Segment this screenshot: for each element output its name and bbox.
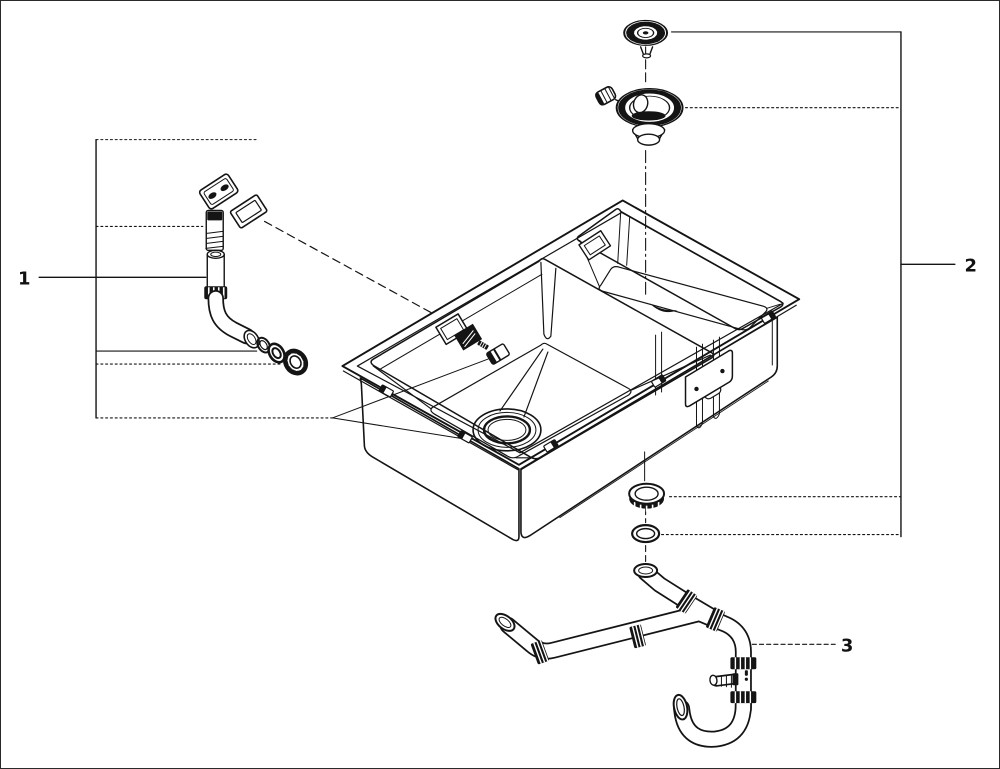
overflow-clamp-piece xyxy=(486,343,510,365)
under-sink-o-ring xyxy=(631,524,661,544)
overflow-elbow-pipe xyxy=(207,289,260,349)
trap-outlet-opening xyxy=(672,693,689,721)
overflow-gasket xyxy=(229,194,268,229)
strainer-knob xyxy=(595,85,617,106)
sink-body xyxy=(341,199,801,542)
overflow-tube xyxy=(206,249,225,289)
small-bowl xyxy=(576,208,784,331)
under-sink-lock-ring xyxy=(628,482,666,512)
cone-seal xyxy=(267,342,286,364)
small-bowl-overflow-cutout xyxy=(578,230,612,261)
overflow-cover-plate xyxy=(198,173,239,210)
rim-clips xyxy=(378,310,776,453)
overflow-cover-inner-plate xyxy=(454,323,483,351)
overflow-assembly xyxy=(198,173,309,376)
hose-barb-tip xyxy=(709,674,718,686)
union-collar xyxy=(730,691,757,704)
sink-flange xyxy=(341,199,801,471)
union-nut xyxy=(675,589,698,614)
union-nut xyxy=(706,607,725,632)
center-axis-line xyxy=(644,46,647,563)
union-nut xyxy=(629,624,646,649)
part-label-3: 3 xyxy=(841,635,853,656)
sink-underbody xyxy=(359,316,779,542)
drain-trap-assembly xyxy=(494,563,757,748)
part-label-1: 1 xyxy=(18,268,30,289)
union-collar xyxy=(730,657,757,670)
basket-strainer xyxy=(595,85,684,146)
trap-side-inlet-opening xyxy=(494,612,516,632)
part-label-2: 2 xyxy=(965,255,977,276)
trap-inlet-opening xyxy=(633,563,659,578)
main-bowl-drain xyxy=(472,348,549,452)
overflow-screw xyxy=(477,340,489,350)
small-bowl-drain xyxy=(649,303,678,313)
mounting-bracket xyxy=(684,349,734,408)
callout-bracket-1 xyxy=(38,138,489,441)
union-nut xyxy=(530,640,549,665)
strainer-plug xyxy=(623,19,669,59)
barb-base-collar xyxy=(732,673,739,686)
callout-bracket-2 xyxy=(661,31,956,538)
main-bowl xyxy=(370,257,715,460)
overflow-lock-nut xyxy=(282,348,309,376)
overflow-projection-line xyxy=(264,220,433,314)
bellows-connector xyxy=(205,209,224,252)
